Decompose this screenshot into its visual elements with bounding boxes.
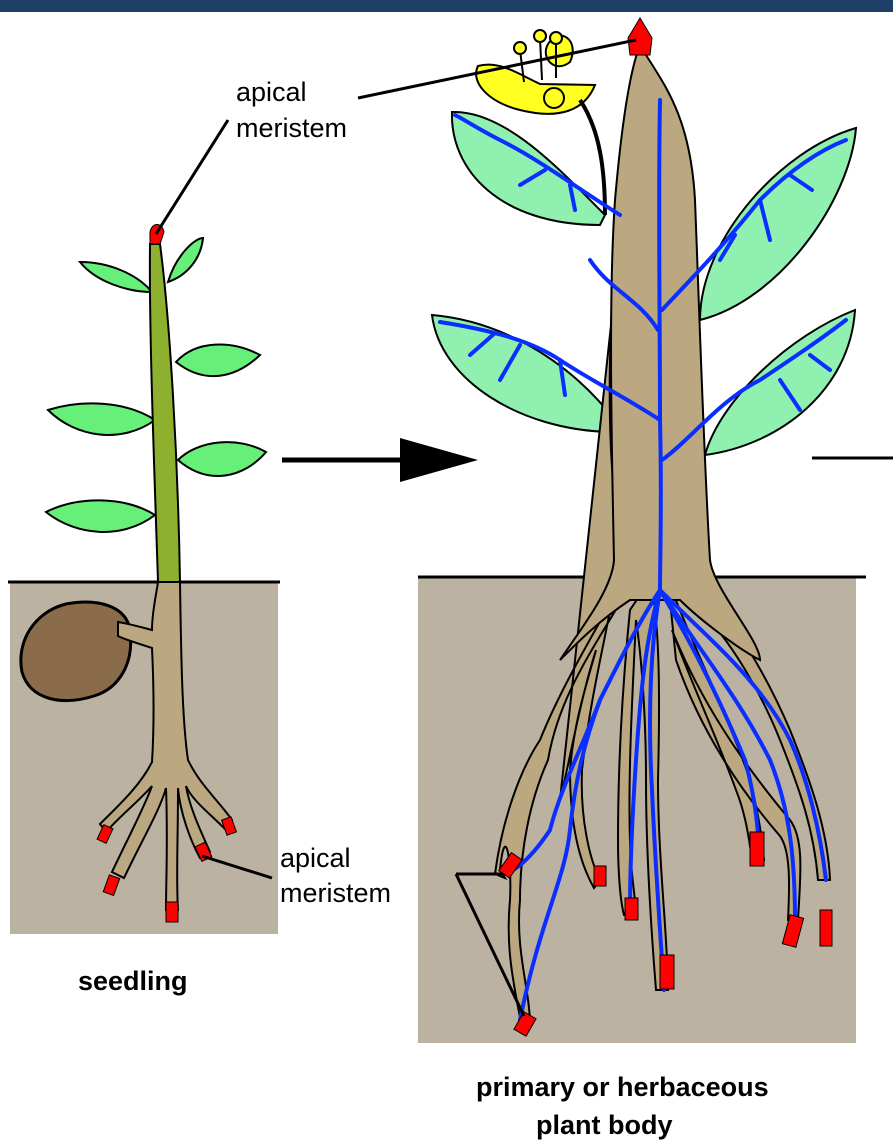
apical-meristem-label-bottom: apical meristem (280, 843, 391, 908)
plant-body-caption-line1: primary or herbaceous (476, 1072, 769, 1102)
apical-label-bottom-line1: apical (280, 843, 351, 873)
apical-label-bottom-line2: meristem (280, 878, 391, 908)
seedling-caption: seedling (78, 966, 188, 996)
mature-plant-illustration (418, 18, 866, 1043)
apical-meristem-label-top: apical meristem (236, 77, 347, 143)
seedling-stem-green (150, 244, 180, 582)
plant-body-caption: primary or herbaceous plant body (476, 1072, 769, 1140)
seedling-illustration (8, 225, 280, 935)
apical-label-top-line2: meristem (236, 113, 347, 143)
growth-arrow (282, 438, 478, 482)
mature-soil (418, 578, 856, 1043)
plant-body-caption-line2: plant body (536, 1110, 673, 1140)
apical-label-top-line1: apical (236, 77, 307, 107)
